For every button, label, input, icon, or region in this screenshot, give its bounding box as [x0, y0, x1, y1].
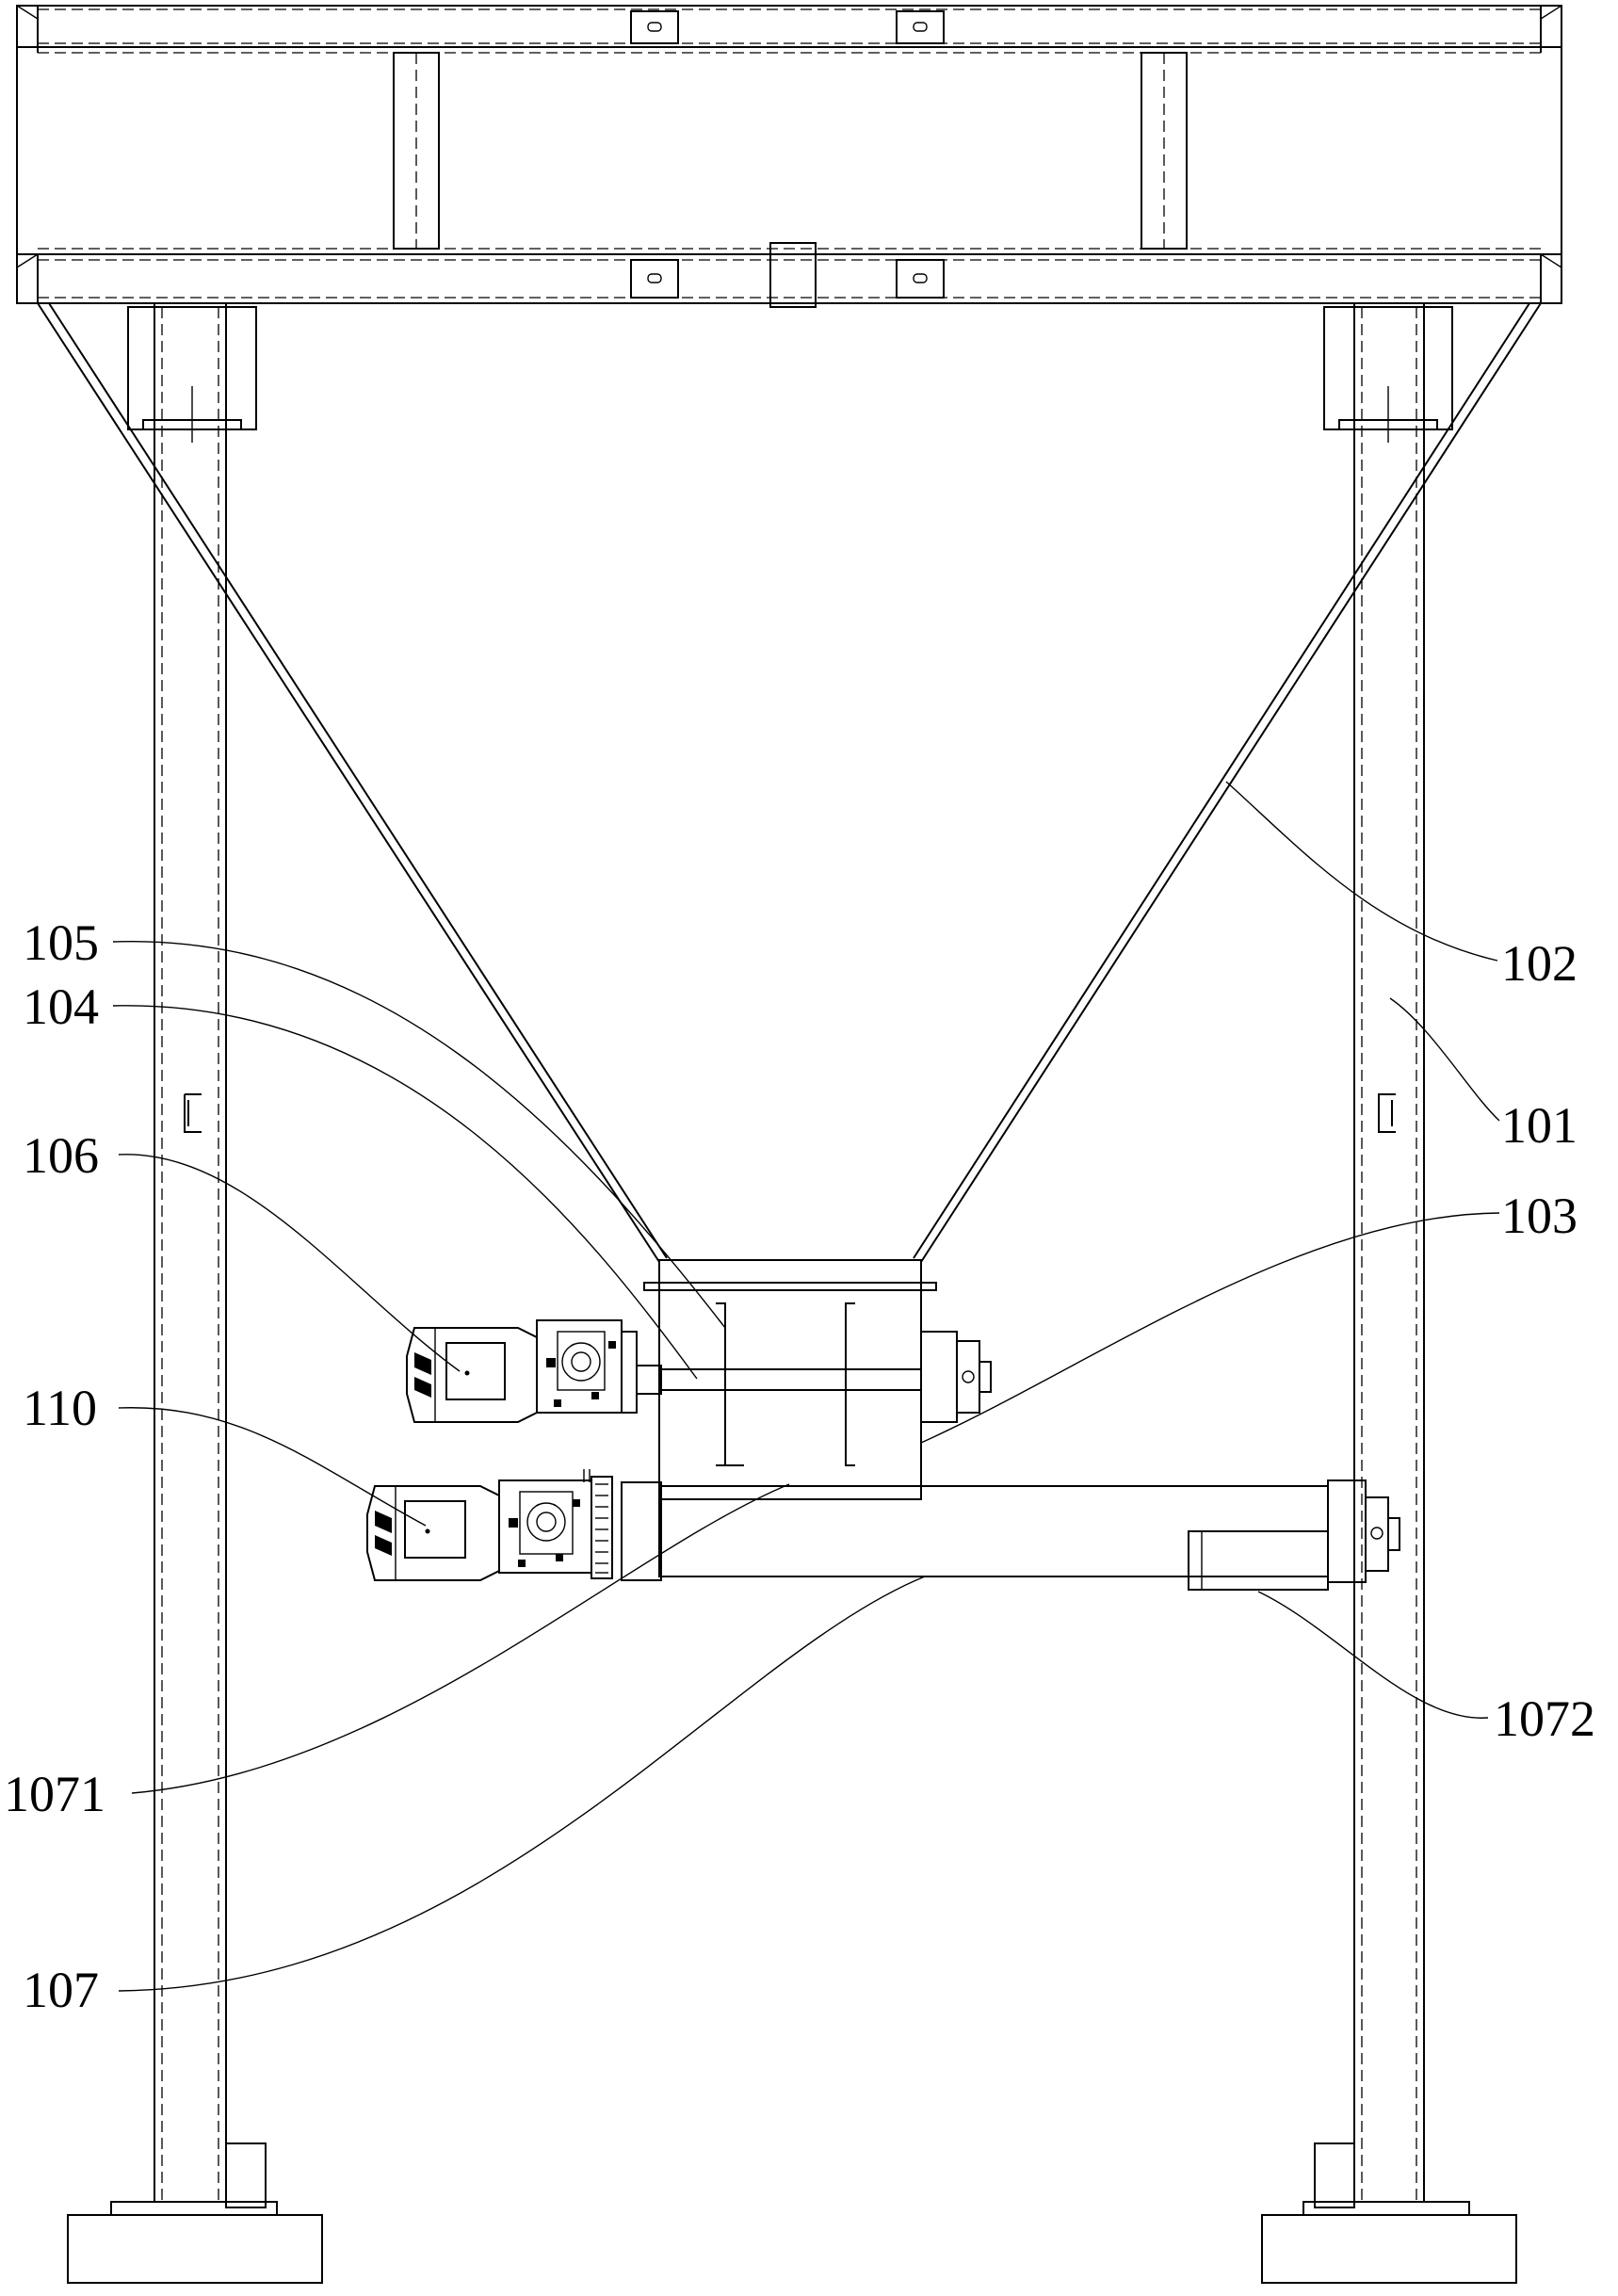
hopper-cone — [37, 302, 1542, 1263]
stirring-motor — [406, 1319, 638, 1423]
label-106: 106 — [23, 1127, 99, 1184]
leader-107 — [118, 1576, 926, 1992]
label-102: 102 — [1501, 935, 1578, 992]
leader-103 — [920, 1212, 1500, 1444]
buffer-box — [636, 1259, 992, 1500]
label-1071: 1071 — [4, 1766, 105, 1822]
label-103: 103 — [1501, 1188, 1578, 1244]
leader-105 — [112, 940, 726, 1329]
label-107: 107 — [23, 1962, 99, 2018]
leader-1071 — [131, 1483, 790, 1794]
leader-1072 — [1257, 1591, 1489, 1719]
screw-conveyor — [621, 1479, 1400, 1591]
leader-104 — [112, 1005, 698, 1380]
conveyor-motor — [366, 1469, 613, 1581]
leader-110 — [118, 1407, 427, 1527]
leader-102 — [1225, 781, 1498, 962]
label-110: 110 — [23, 1380, 97, 1436]
top-frame — [16, 5, 1562, 308]
right-leg — [1261, 303, 1517, 2284]
label-101: 101 — [1501, 1097, 1578, 1154]
label-104: 104 — [23, 978, 99, 1035]
label-1072: 1072 — [1494, 1690, 1595, 1747]
leader-106 — [118, 1154, 461, 1372]
left-leg — [67, 303, 323, 2284]
leader-lines — [112, 781, 1500, 1992]
label-105: 105 — [23, 914, 99, 971]
leader-101 — [1389, 997, 1500, 1122]
